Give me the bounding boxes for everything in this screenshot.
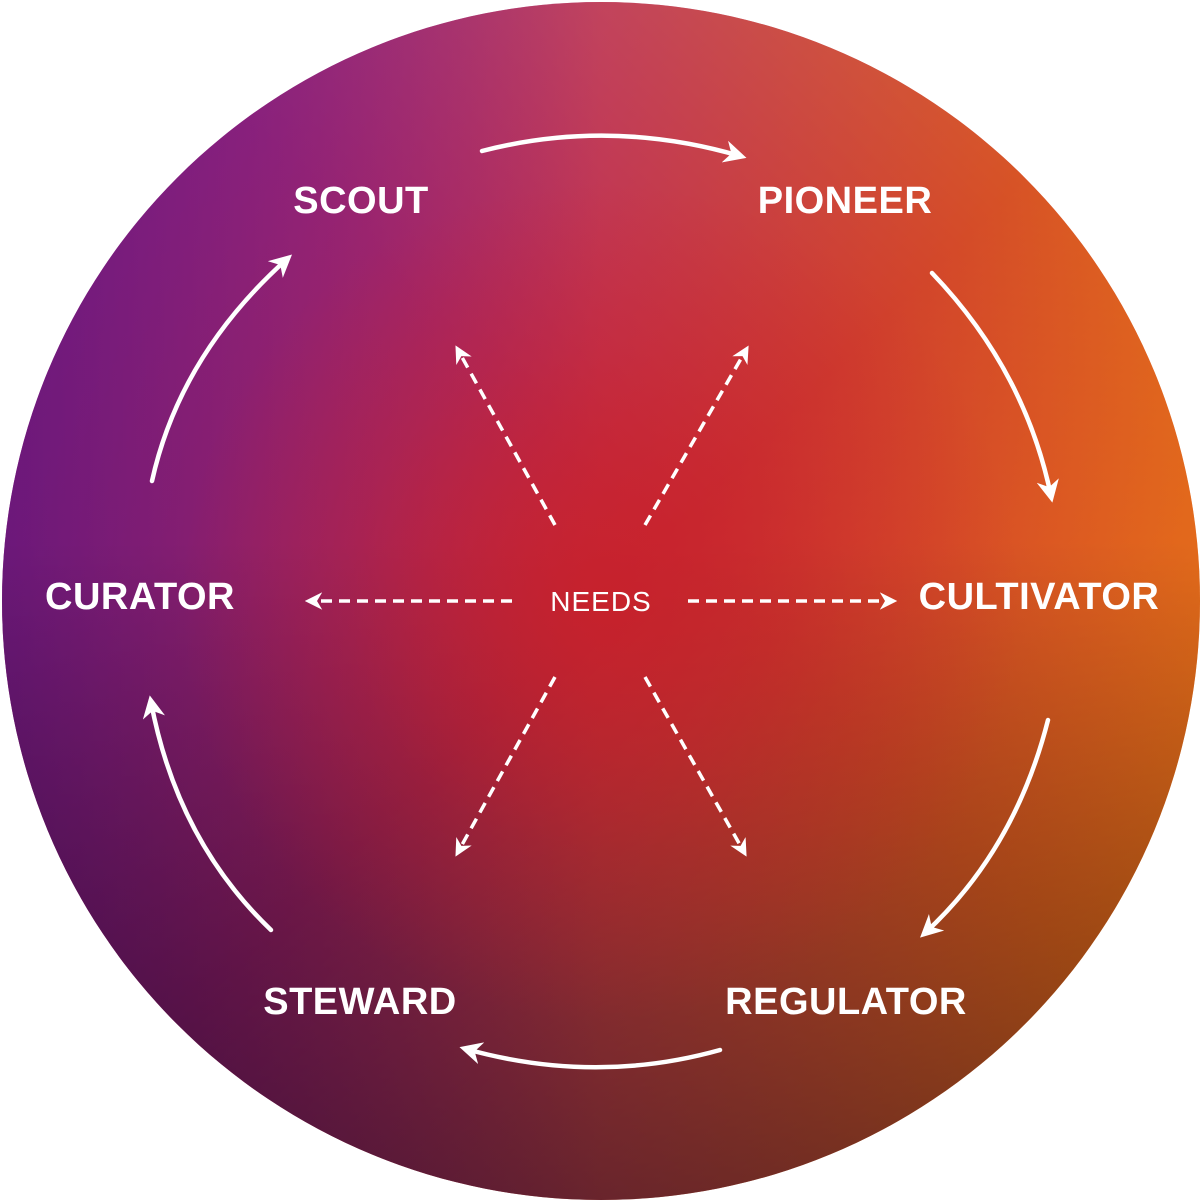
arrow-steward-to-curator xyxy=(142,695,274,933)
role-label-cultivator: CULTIVATOR xyxy=(919,576,1160,618)
center-label-needs: NEEDS xyxy=(550,586,651,617)
role-label-regulator: REGULATOR xyxy=(725,981,967,1023)
arrow-regulator-to-steward xyxy=(459,1042,723,1070)
arrow-curator-to-scout xyxy=(149,254,293,484)
cycle-arrows xyxy=(142,133,1059,1070)
role-label-scout: SCOUT xyxy=(293,180,429,222)
needs-arrows xyxy=(304,345,898,857)
role-labels: SCOUT PIONEER CULTIVATOR REGULATOR STEWA… xyxy=(45,180,1159,1023)
role-label-pioneer: PIONEER xyxy=(758,180,933,222)
arrow-cultivator-to-regulator xyxy=(920,717,1051,938)
needs-arrow-steward xyxy=(455,676,557,857)
arrow-pioneer-to-cultivator xyxy=(929,270,1059,503)
role-label-steward: STEWARD xyxy=(263,981,457,1023)
role-label-curator: CURATOR xyxy=(45,576,235,618)
arrow-scout-to-pioneer xyxy=(479,133,747,163)
needs-arrow-regulator xyxy=(643,676,747,857)
needs-arrow-pioneer xyxy=(643,345,749,526)
needs-arrow-scout xyxy=(455,345,557,526)
